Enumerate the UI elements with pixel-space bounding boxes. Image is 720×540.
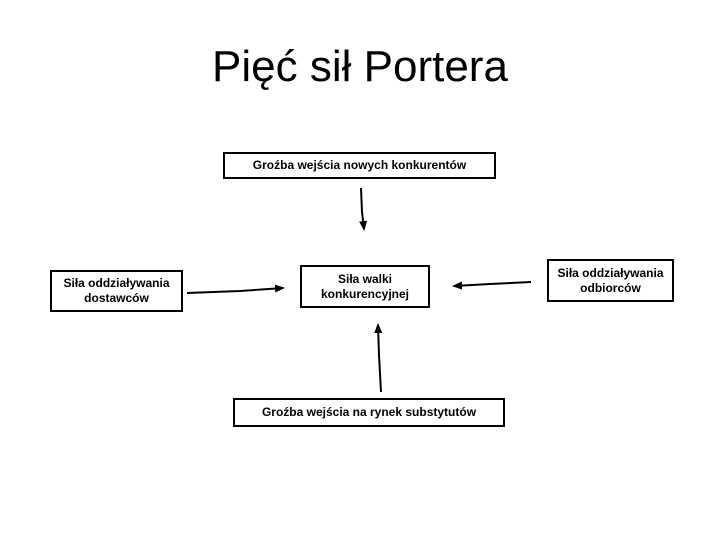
box-buyer-power: Siła oddziaływania odbiorców [547,259,674,302]
box-supplier-power: Siła oddziaływania dostawców [50,270,183,312]
arrow-bottom-to-center-icon [374,323,383,393]
arrow-left-to-center-icon [186,284,285,294]
arrow-right-to-center-icon [452,281,532,290]
box-supplier-power-label: Siła oddziaływania dostawców [63,276,170,305]
page-title: Pięć sił Portera [212,42,508,91]
box-threat-of-new-entrants-label: Groźba wejścia nowych konkurentów [252,158,467,172]
box-buyer-power-label: Siła oddziaływania odbiorców [557,265,664,295]
box-competitive-rivalry-label: Siła walki konkurencyjnej [320,271,410,301]
box-threat-of-substitutes: Groźba wejścia na rynek substytutów [233,398,505,427]
arrow-top-to-center-icon [359,187,368,231]
box-threat-of-substitutes-label: Groźba wejścia na rynek substytutów [261,405,477,419]
box-competitive-rivalry: Siła walki konkurencyjnej [300,265,430,308]
box-threat-of-new-entrants: Groźba wejścia nowych konkurentów [223,152,496,179]
